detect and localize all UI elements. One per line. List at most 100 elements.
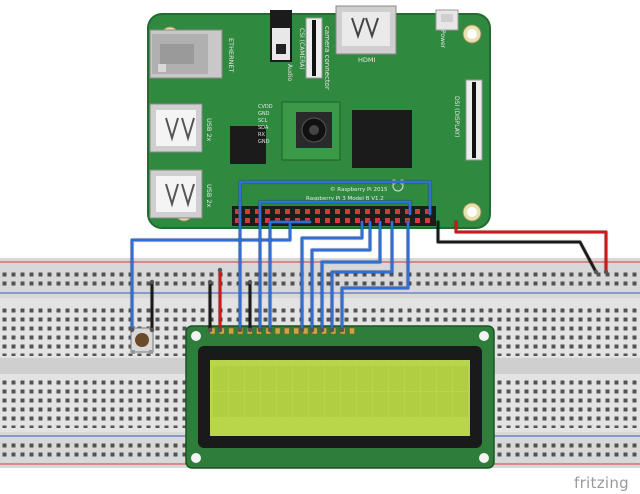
gpio-pin xyxy=(325,218,330,223)
gpio-pin xyxy=(395,218,400,223)
csi-connector xyxy=(305,17,323,79)
lcd-pin xyxy=(293,327,299,335)
top-rail-holes xyxy=(0,268,640,288)
wire xyxy=(330,220,394,332)
raspberry-pi-board: ETHERNET USB 2x USB 2x Audio CSI (CAMERA… xyxy=(147,5,491,229)
wire xyxy=(258,200,412,332)
wire-end xyxy=(247,279,253,285)
wire-end xyxy=(247,327,253,333)
wire-end xyxy=(257,327,263,333)
gpio-pin xyxy=(335,209,340,214)
wire xyxy=(436,220,598,274)
ethernet-label: ETHERNET xyxy=(227,38,235,73)
wire-end xyxy=(237,327,243,333)
lcd-pin xyxy=(274,327,281,335)
gpio-pin xyxy=(335,218,340,223)
board-model: Raspberry Pi 3 Model B V1.2 xyxy=(306,196,384,202)
lcd-pin xyxy=(349,327,355,335)
gpio-pin xyxy=(365,209,370,214)
gpio-pin xyxy=(305,209,310,214)
gpio-pin xyxy=(375,209,380,214)
gpio-pin xyxy=(365,218,370,223)
lcd-mounting-hole xyxy=(191,331,201,341)
wire xyxy=(340,220,410,332)
power-label: Power xyxy=(439,30,446,49)
gpio-pin xyxy=(415,218,420,223)
gpio-pin xyxy=(315,209,320,214)
lcd-character-cells xyxy=(213,366,469,418)
lcd-16x2-display xyxy=(185,325,495,469)
gpio-pin xyxy=(305,218,310,223)
wire-end xyxy=(593,269,599,275)
wire-end xyxy=(149,327,155,333)
soc-chip xyxy=(352,110,412,168)
gpio-pin xyxy=(355,209,360,214)
fritzing-watermark: fritzing xyxy=(574,474,629,492)
gpio-pin xyxy=(385,218,390,223)
dsi-connector xyxy=(465,79,483,161)
lcd-pin xyxy=(284,327,290,335)
gpio-pin xyxy=(315,218,320,223)
wire xyxy=(310,220,372,332)
usb-label-1: USB 2x xyxy=(205,118,213,142)
usb-label-2: USB 2x xyxy=(205,184,213,208)
wire-end xyxy=(129,327,135,333)
wire-end xyxy=(319,327,325,333)
wire-end xyxy=(309,327,315,333)
gpio-pin xyxy=(395,209,400,214)
gpio-pin xyxy=(255,209,260,214)
board-copyright: © Raspberry Pi 2015 xyxy=(330,186,388,193)
gpio-pin xyxy=(235,218,240,223)
wire xyxy=(454,220,608,274)
gpio-pin xyxy=(295,209,300,214)
wire xyxy=(320,220,382,332)
wire-end xyxy=(149,279,155,285)
camera-pin-gnd: GND xyxy=(258,111,270,117)
lcd-mounting-hole xyxy=(479,331,489,341)
camera-pin-gnd2: GND xyxy=(258,139,270,145)
gpio-pin xyxy=(355,218,360,223)
wire-end xyxy=(299,327,305,333)
lcd-mounting-hole xyxy=(191,453,201,463)
wire xyxy=(300,220,364,332)
camera-connector-label: camera connector xyxy=(323,26,331,90)
gpio-pins xyxy=(235,209,430,223)
gpio-pin xyxy=(425,218,430,223)
lcd-pin xyxy=(228,327,234,335)
gpio-pin xyxy=(415,209,420,214)
wire xyxy=(238,180,432,332)
camera-module xyxy=(281,101,341,161)
usb-port-1 xyxy=(149,103,203,153)
gpio-pin xyxy=(385,209,390,214)
dsi-label: DSI (DISPLAY) xyxy=(453,96,460,137)
wire-end xyxy=(217,327,223,333)
gpio-pin xyxy=(285,209,290,214)
wire-end xyxy=(339,327,345,333)
camera-pin-labels: CVDD GND SCL SDA RX GND xyxy=(258,104,273,145)
camera-pin-rx: RX xyxy=(258,132,265,138)
gpio-pin xyxy=(425,209,430,214)
gpio-pin xyxy=(375,218,380,223)
gpio-pin xyxy=(405,218,410,223)
gpio-pin xyxy=(345,218,350,223)
gpio-pin xyxy=(345,209,350,214)
gpio-pin xyxy=(265,209,270,214)
camera-pin-cvdd: CVDD xyxy=(258,104,273,110)
gpio-pin xyxy=(245,209,250,214)
wire-end xyxy=(267,327,273,333)
gpio-pin xyxy=(325,209,330,214)
push-button xyxy=(130,326,154,354)
hdmi-port xyxy=(335,5,397,55)
wire-end xyxy=(207,279,213,285)
audio-label: Audio xyxy=(286,64,293,81)
power-connector xyxy=(435,9,459,31)
lcd-mounting-hole xyxy=(479,453,489,463)
hdmi-label: HDMI xyxy=(358,56,376,64)
wire-end xyxy=(603,269,609,275)
gpio-pin xyxy=(255,218,260,223)
gpio-pin xyxy=(265,218,270,223)
gpio-pin xyxy=(275,209,280,214)
gpio-pin xyxy=(275,218,280,223)
usb-lan-chip xyxy=(230,126,266,164)
